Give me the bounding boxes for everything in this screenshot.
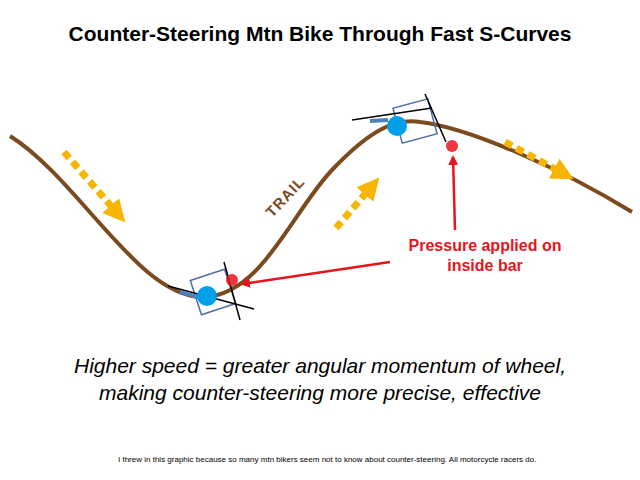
callout-text: Pressure applied on inside bar [392, 236, 578, 276]
direction-arrow [336, 186, 372, 228]
pointer-arrow [242, 262, 390, 284]
diagram-caption: Higher speed = greater angular momentum … [50, 352, 590, 407]
pointer-arrow [453, 157, 455, 230]
trail-curve [10, 121, 632, 297]
footnote: I threw in this graphic because so many … [118, 455, 633, 464]
direction-arrow [505, 142, 564, 174]
direction-arrow [64, 152, 118, 214]
bike-top-view [168, 262, 254, 320]
diagram-title: Counter-Steering Mtn Bike Through Fast S… [0, 22, 640, 46]
bike-top-view [352, 94, 458, 152]
trail-label: TRAIL [255, 165, 315, 228]
